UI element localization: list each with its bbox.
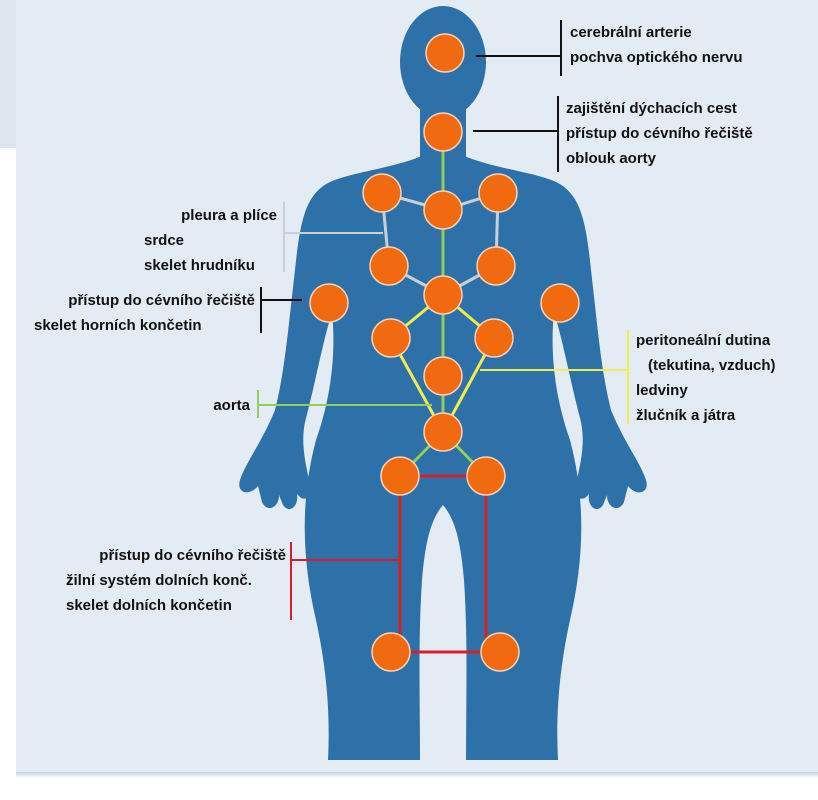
label-abdomen-1: peritoneální dutina — [636, 332, 771, 349]
label-aorta: aorta — [213, 397, 250, 414]
node-abdomen-left — [372, 319, 410, 357]
label-legs-3: skelet dolních končetin — [66, 597, 232, 614]
node-abdomen-right — [475, 319, 513, 357]
label-legs-1: přístup do cévního řečiště — [99, 547, 286, 564]
node-shin-left — [372, 633, 410, 671]
node-head — [426, 34, 464, 72]
node-chest-right — [479, 174, 517, 212]
node-chest-left — [363, 174, 401, 212]
node-neck — [424, 113, 462, 151]
label-neck-1: zajištění dýchacích cest — [566, 100, 737, 117]
node-epigastrium — [424, 276, 462, 314]
label-abdomen-2: (tekutina, vzduch) — [648, 357, 776, 374]
node-pelvis — [424, 413, 462, 451]
node-shin-right — [481, 633, 519, 671]
node-thorax-right — [477, 247, 515, 285]
node-thigh-right — [467, 457, 505, 495]
label-thorax-1: pleura a plíce — [181, 207, 277, 224]
label-neck-3: oblouk aorty — [566, 150, 657, 167]
label-head-2: pochva optického nervu — [570, 49, 743, 66]
label-arm-1: přístup do cévního řečiště — [68, 292, 255, 309]
node-thigh-left — [381, 457, 419, 495]
label-thorax-3: skelet hrudníku — [144, 257, 255, 274]
label-head-1: cerebrální arterie — [570, 24, 692, 41]
node-umbilicus — [424, 357, 462, 395]
label-abdomen-3: ledviny — [636, 382, 688, 399]
node-arm-right — [541, 284, 579, 322]
label-neck-2: přístup do cévního řečiště — [566, 125, 753, 142]
label-abdomen-4: žlučník a játra — [636, 407, 736, 424]
label-arm-2: skelet horních končetin — [34, 317, 202, 334]
label-legs-2: žilní systém dolních konč. — [66, 572, 252, 589]
label-thorax-2: srdce — [144, 232, 184, 249]
node-thorax-left — [370, 247, 408, 285]
node-arm-left — [310, 284, 348, 322]
node-chest-center — [424, 191, 462, 229]
